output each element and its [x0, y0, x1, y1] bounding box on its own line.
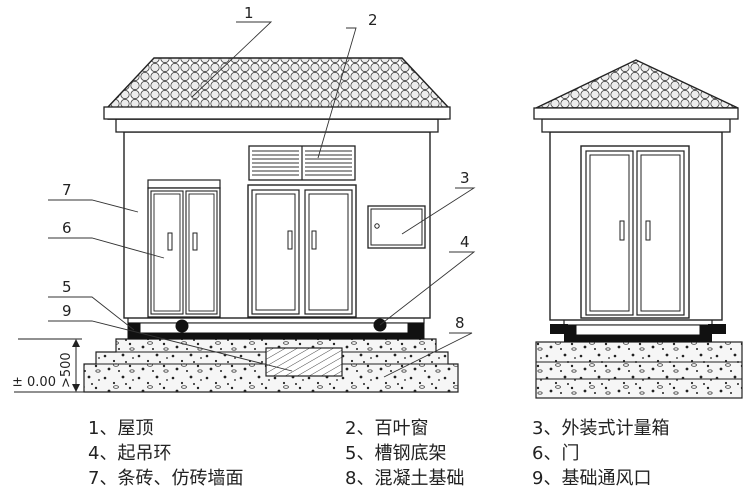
legend-item-2: 2、百叶窗 — [345, 418, 429, 439]
legend-item-1: 1、屋顶 — [88, 418, 154, 439]
leader-1 — [191, 21, 273, 98]
legend-item-3: 3、外装式计量箱 — [532, 418, 670, 439]
legend-item-8: 8、混凝土基础 — [345, 468, 465, 489]
lifting-ring-left — [175, 319, 189, 333]
louver-window — [248, 145, 356, 181]
callout-4: 4 — [460, 233, 470, 251]
callout-8: 8 — [455, 314, 465, 332]
leader-lines — [48, 21, 476, 378]
height-dimension: >500 ± 0.00 — [12, 338, 84, 393]
channel-steel-base — [127, 315, 425, 340]
legend-item-7: 7、条砖、仿砖墙面 — [88, 468, 244, 489]
leader-5 — [48, 296, 135, 331]
legend-item-6: 6、门 — [532, 443, 580, 464]
leader-3 — [401, 187, 476, 235]
side-foundation — [535, 341, 743, 399]
side-eaves — [541, 118, 731, 133]
callout-3: 3 — [460, 169, 470, 187]
level-label: ± 0.00 — [12, 375, 56, 390]
leader-9 — [48, 320, 293, 372]
front-view — [83, 57, 459, 393]
leader-8 — [383, 332, 473, 378]
eaves-band — [115, 118, 439, 133]
leader-6 — [48, 237, 165, 259]
side-roof — [535, 59, 739, 109]
side-channel-steel — [550, 317, 726, 342]
callout-2: 2 — [368, 11, 378, 29]
callout-7: 7 — [62, 181, 72, 199]
leader-4 — [379, 251, 476, 326]
callout-5: 5 — [62, 278, 72, 296]
side-view — [533, 59, 743, 399]
main-double-door — [247, 184, 357, 318]
legend-item-9: 9、基础通风口 — [532, 468, 652, 489]
callout-9: 9 — [62, 302, 72, 320]
dimension-height-label: >500 — [59, 352, 74, 388]
side-double-door — [580, 145, 690, 319]
callout-1: 1 — [244, 4, 254, 22]
leader-7 — [48, 199, 139, 213]
leader-2 — [317, 27, 357, 159]
callout-6: 6 — [62, 219, 72, 237]
legend-item-4: 4、起吊环 — [88, 443, 172, 464]
foundation-vent — [265, 347, 343, 377]
small-double-door — [147, 179, 221, 318]
meter-box — [367, 205, 426, 249]
legend-item-5: 5、槽钢底架 — [345, 443, 447, 464]
